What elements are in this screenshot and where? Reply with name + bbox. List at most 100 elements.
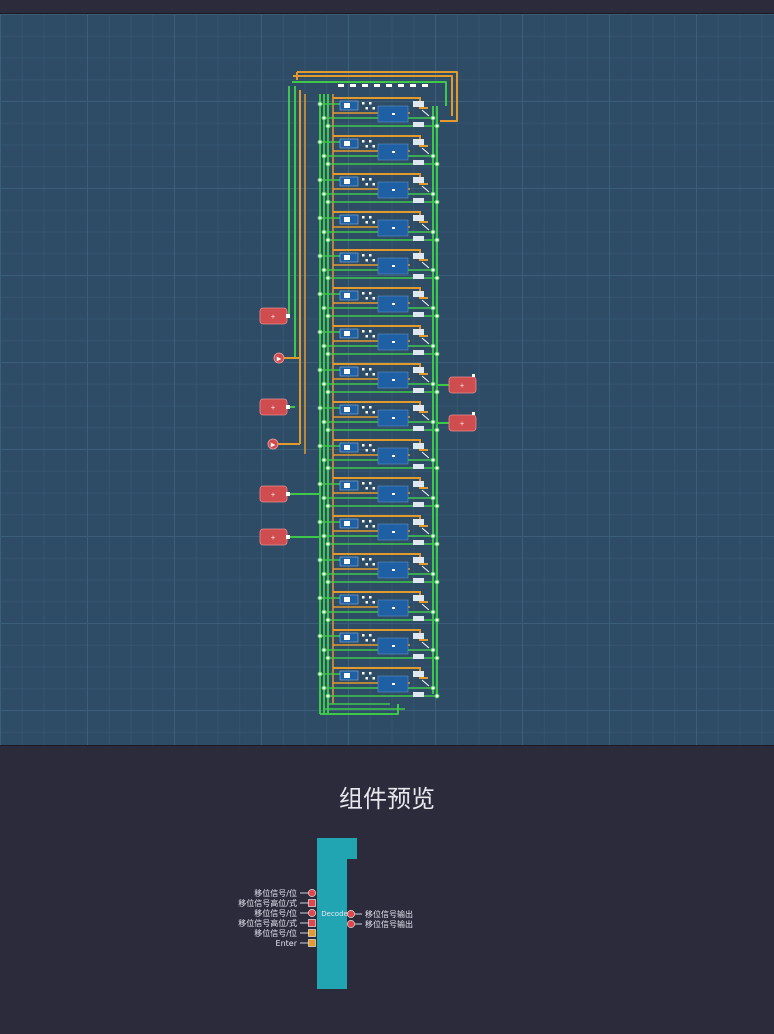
- pin-mark: [369, 292, 372, 295]
- output-button[interactable]: [448, 414, 477, 432]
- output-button[interactable]: [448, 376, 477, 394]
- label-tag: [413, 274, 424, 279]
- junction: [434, 579, 440, 585]
- pin-mark: [422, 84, 428, 87]
- junction: [430, 305, 436, 311]
- junction: [434, 199, 440, 205]
- decoder-stage[interactable]: [317, 401, 440, 433]
- junction: [430, 495, 436, 501]
- label-tag: [413, 464, 424, 469]
- input-led[interactable]: [267, 438, 279, 450]
- gate-symbol: [344, 635, 350, 640]
- pin-mark: [362, 406, 365, 409]
- pin-mark: [362, 482, 365, 485]
- gate-symbol: [344, 179, 350, 184]
- pin-mark: [369, 254, 372, 257]
- chip-dot: [392, 151, 395, 153]
- input-port: [286, 492, 290, 496]
- decoder-stage[interactable]: [317, 135, 440, 167]
- junction: [430, 191, 436, 197]
- pin-mark: [369, 178, 372, 181]
- component-preview: Decoder 移位信号/位移位信号高位/式移位信号/位移位信号高位/式移位信号…: [238, 838, 413, 989]
- input-port: [286, 314, 290, 318]
- connector: [421, 109, 430, 117]
- pin-round: [347, 910, 355, 918]
- decoder-stage[interactable]: [317, 667, 440, 699]
- junction: [317, 291, 323, 297]
- junction: [325, 389, 331, 395]
- connector: [421, 185, 430, 193]
- decoder-stage[interactable]: [317, 325, 440, 357]
- pin-mark: [369, 634, 372, 637]
- pin-mark: [350, 84, 356, 87]
- label-tag: [413, 540, 424, 545]
- chip-dot: [392, 417, 395, 419]
- pin-mark: [362, 102, 365, 105]
- output-label: +: [459, 421, 464, 428]
- pin-mark: [365, 601, 368, 604]
- pin-mark: [362, 84, 368, 87]
- pin-label: 移位信号高位/式: [238, 918, 297, 928]
- junction: [434, 465, 440, 471]
- pin-mark: [372, 335, 375, 338]
- label-tag: [413, 388, 424, 393]
- decoder-stage[interactable]: [317, 287, 440, 319]
- gate-symbol: [344, 255, 350, 260]
- input-port: [286, 405, 290, 409]
- gate-symbol: [344, 141, 350, 146]
- decoder-stage[interactable]: [317, 591, 440, 623]
- circuit-diagram[interactable]: +▶+▶++++: [0, 14, 774, 745]
- decoder-stage[interactable]: [317, 249, 440, 281]
- junction: [325, 427, 331, 433]
- pin-mark: [362, 178, 365, 181]
- connector: [421, 261, 430, 269]
- junction: [321, 115, 327, 121]
- decoder-stage[interactable]: [317, 173, 440, 205]
- junction: [430, 533, 436, 539]
- input-label: ▶: [277, 356, 282, 363]
- pin-mark: [372, 449, 375, 452]
- circuit-canvas[interactable]: +▶+▶++++: [0, 14, 774, 745]
- junction: [321, 647, 327, 653]
- pin-mark: [365, 373, 368, 376]
- junction: [434, 427, 440, 433]
- component-chip-label: Decoder: [321, 910, 351, 918]
- junction: [434, 503, 440, 509]
- junction: [317, 481, 323, 487]
- label-tag: [413, 350, 424, 355]
- decoder-stage[interactable]: [317, 553, 440, 585]
- input-label: +: [270, 405, 275, 412]
- chip-dot: [392, 683, 395, 685]
- pin-mark: [365, 449, 368, 452]
- junction: [430, 609, 436, 615]
- junction: [321, 419, 327, 425]
- label-tag: [413, 236, 424, 241]
- decoder-stage[interactable]: [317, 363, 440, 395]
- decoder-stage[interactable]: [317, 515, 440, 547]
- label-tag: [413, 253, 424, 259]
- junction: [317, 329, 323, 335]
- decoder-stage[interactable]: [317, 97, 440, 129]
- label-tag: [413, 595, 424, 601]
- label-tag: [413, 502, 424, 507]
- decoder-stage[interactable]: [317, 439, 440, 471]
- pin-mark: [365, 487, 368, 490]
- junction: [317, 139, 323, 145]
- decoder-stage[interactable]: [317, 477, 440, 509]
- junction: [321, 229, 327, 235]
- junction: [434, 351, 440, 357]
- signal-wire: [320, 704, 399, 715]
- junction: [430, 457, 436, 463]
- pin-mark: [386, 84, 392, 87]
- junction: [321, 267, 327, 273]
- pin-mark: [369, 596, 372, 599]
- output-port: [472, 374, 475, 377]
- pin-mark: [362, 558, 365, 561]
- pin-mark: [410, 84, 416, 87]
- pin-round: [347, 920, 355, 928]
- decoder-stage[interactable]: [317, 211, 440, 243]
- pin-mark: [365, 221, 368, 224]
- input-led[interactable]: [273, 352, 285, 364]
- pin-mark: [365, 411, 368, 414]
- decoder-stage[interactable]: [317, 629, 440, 661]
